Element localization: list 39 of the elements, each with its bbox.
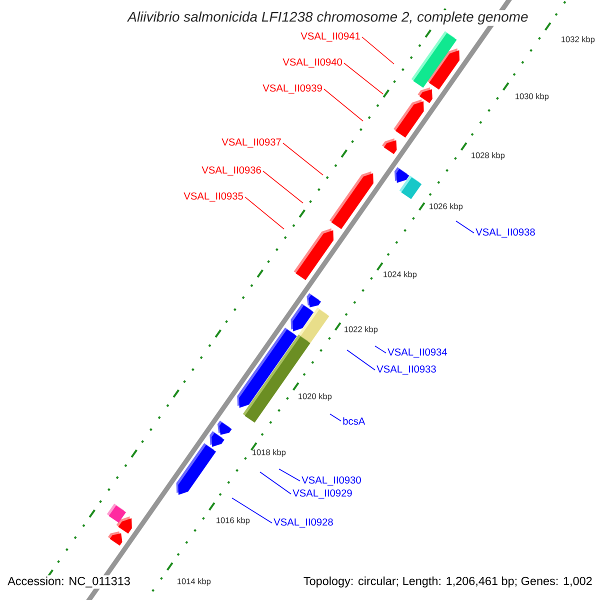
gene-label: VSAL_II0939 (262, 84, 322, 94)
gene-label: bcsA (343, 417, 366, 425)
scale-label: 1030 kbp (516, 93, 549, 101)
scale-label: 1018 kbp (252, 449, 286, 457)
leader-line (324, 88, 364, 122)
gene-label: VSAL_II0940 (282, 58, 342, 68)
scale-label: 1022 kbp (344, 326, 378, 334)
scale-label: 1026 kbp (430, 203, 463, 211)
leader-line (244, 196, 284, 230)
gene-label: VSAL_II0941 (300, 32, 360, 42)
footer-text: Topology: circular; Length: 1,206,461 bp; Genes: 1,002 (302, 575, 594, 589)
scale-label: 1024 kbp (384, 271, 417, 279)
scale-label: 1020 kbp (298, 393, 332, 401)
gene-label: VSAL_II0928 (274, 518, 333, 528)
leader-line (282, 142, 324, 176)
scale-label: 1016 kbp (216, 517, 250, 525)
leader-line (330, 414, 342, 422)
leader-line (344, 62, 384, 94)
scale-label: 1028 kbp (472, 152, 505, 160)
leader-line (374, 346, 386, 354)
gene-label: VSAL_II0937 (222, 138, 281, 148)
gene-label: VSAL_II0930 (302, 476, 361, 486)
gene-label: VSAL_II0935 (184, 192, 243, 202)
gene-label: VSAL_II0936 (202, 166, 261, 176)
leader-line (362, 36, 394, 64)
gene-label: VSAL_II0929 (292, 489, 352, 499)
gene-label: VSAL_II0933 (376, 365, 436, 375)
leader-line (456, 220, 474, 234)
leader-line (346, 350, 376, 370)
gene-label: VSAL_II0934 (388, 348, 448, 358)
leader-line (278, 468, 300, 482)
title: Aliivibrio salmonicida LFI1238 chromosome 2, complete genome (126, 10, 530, 26)
scale-label: 1032 kbp (562, 36, 595, 44)
leader-line (260, 472, 292, 494)
gene-label: VSAL_II0938 (476, 228, 535, 238)
footer-text: Accession: NC_011313 (6, 575, 132, 589)
leader-line (262, 170, 304, 204)
leader-line (232, 498, 272, 524)
scale-label: 1014 kbp (178, 578, 211, 586)
